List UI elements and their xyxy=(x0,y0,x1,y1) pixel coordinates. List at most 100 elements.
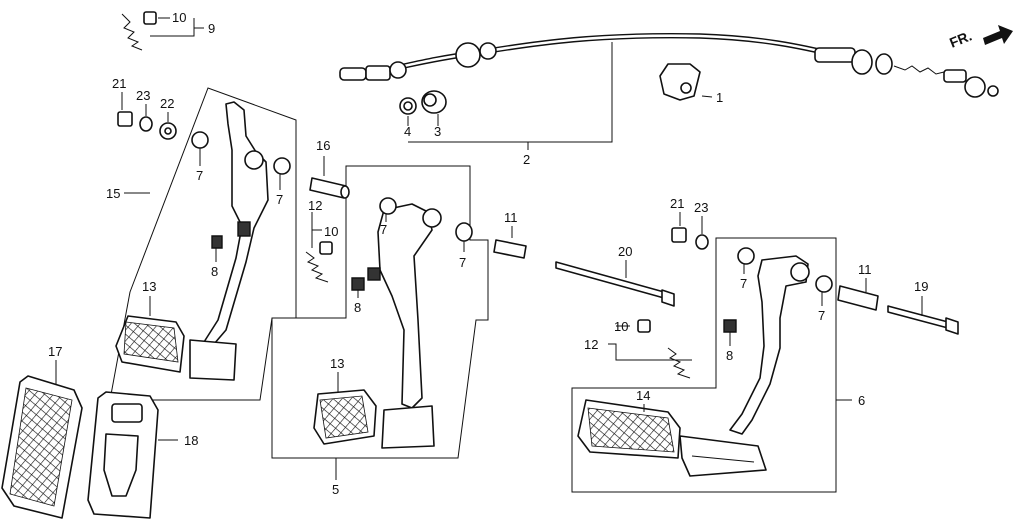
arrow-icon xyxy=(983,25,1013,45)
nut-10-a xyxy=(319,241,333,255)
fasteners-right xyxy=(671,212,709,250)
callout-7-b: 7 xyxy=(276,192,283,207)
cable-end-left xyxy=(339,67,367,81)
callout-13-a: 13 xyxy=(142,279,156,294)
pad-texture-13-a xyxy=(123,321,179,363)
callout-6: 6 xyxy=(858,393,865,408)
cable-fitting-left xyxy=(365,65,391,81)
collar-16 xyxy=(309,156,350,199)
washer-4-hole xyxy=(403,101,413,111)
callout-8-a: 8 xyxy=(211,264,218,279)
nut-10-top xyxy=(143,11,157,25)
collar-11-b-body xyxy=(837,285,879,311)
callout-15: 15 xyxy=(106,186,120,201)
spring-12-b-coil xyxy=(667,347,691,379)
cable-ball-end xyxy=(964,76,986,98)
pedal-arm-15 xyxy=(203,101,269,345)
bushing-7-b xyxy=(273,157,291,175)
callout-17: 17 xyxy=(48,344,62,359)
return-spring-top xyxy=(121,11,204,51)
callout-10-a: 10 xyxy=(324,224,338,239)
cable-line xyxy=(344,33,841,75)
callout-7-e: 7 xyxy=(740,276,747,291)
bushing-7-f xyxy=(815,275,833,293)
bracket-12-b xyxy=(608,325,692,361)
clip-hole xyxy=(680,82,692,94)
pivot-boss-5 xyxy=(422,208,442,228)
pedal-assembly-6 xyxy=(571,237,852,493)
callout-2: 2 xyxy=(523,152,530,167)
bushing-7-c xyxy=(379,197,397,215)
pedal-pad-plate-5 xyxy=(381,405,435,449)
pedal-assembly-5 xyxy=(271,165,489,480)
pedal-pad-18 xyxy=(87,391,178,519)
bushing-7-a xyxy=(191,131,209,149)
callout-16: 16 xyxy=(316,138,330,153)
callout-12-a: 12 xyxy=(308,198,322,213)
callout-1: 1 xyxy=(716,90,723,105)
callout-5: 5 xyxy=(332,482,339,497)
cable-spring xyxy=(893,65,945,75)
clip-body xyxy=(659,63,701,101)
bolt-20-head xyxy=(661,289,675,307)
callout-9: 9 xyxy=(208,21,215,36)
callout-11-a: 11 xyxy=(504,210,518,225)
front-direction-arrow: FR. xyxy=(947,25,1013,51)
callout-21-b: 21 xyxy=(670,196,684,211)
bushing-7-d xyxy=(455,222,473,242)
return-spring-12-a xyxy=(305,212,333,283)
pedal-pad-plate-6 xyxy=(679,435,767,477)
nut-10-b xyxy=(637,319,651,333)
washer-22-hole xyxy=(164,127,172,135)
grommet-3-hub xyxy=(423,93,437,107)
callout-13-b: 13 xyxy=(330,356,344,371)
cable-bushing-right xyxy=(851,49,873,75)
bolt-19 xyxy=(887,296,959,335)
callout-3: 3 xyxy=(434,124,441,139)
front-direction-label: FR. xyxy=(947,27,974,50)
pad-18-cutout xyxy=(103,433,139,497)
callout-22: 22 xyxy=(160,96,174,111)
cable-line-inner xyxy=(346,37,841,78)
bracket-12-a xyxy=(311,212,322,248)
cable-nut-right xyxy=(875,53,893,75)
cable-sleeve-right xyxy=(814,47,856,63)
washer-23-right xyxy=(695,234,709,250)
outline-6 xyxy=(571,237,837,493)
bracket-9 xyxy=(150,18,204,37)
callout-8-c: 8 xyxy=(726,348,733,363)
pivot-boss-15 xyxy=(244,150,264,170)
collar-11-b xyxy=(837,278,879,311)
callout-7-a: 7 xyxy=(196,168,203,183)
control-cable xyxy=(339,33,999,98)
callout-8-b: 8 xyxy=(354,300,361,315)
collar-16-body xyxy=(309,177,347,199)
bracket-2 xyxy=(408,42,613,143)
bushing-7-e xyxy=(737,247,755,265)
switch-bracket-15 xyxy=(237,221,251,237)
bolt-19-shank xyxy=(887,305,949,329)
pad-texture-14 xyxy=(587,407,675,453)
pad-rib-6 xyxy=(691,455,755,463)
nut-21-right xyxy=(671,227,687,243)
pivot-boss-6 xyxy=(790,262,810,282)
washer-23-left xyxy=(139,116,153,132)
callout-14: 14 xyxy=(636,388,650,403)
pedal-pad-17 xyxy=(1,360,83,519)
cable-bushing-left xyxy=(389,61,407,79)
callout-23-a: 23 xyxy=(136,88,150,103)
stopper-8-b xyxy=(351,277,365,291)
pedal-pad-plate-15 xyxy=(189,339,237,381)
stopper-8-c xyxy=(723,319,737,333)
callout-10-top: 10 xyxy=(172,10,186,25)
spring-12-a-coil xyxy=(305,251,329,283)
bolt-20 xyxy=(555,260,675,307)
spring-coil xyxy=(121,13,143,51)
return-spring-12-b xyxy=(608,319,692,379)
callout-18: 18 xyxy=(184,433,198,448)
small-leaders xyxy=(121,92,823,346)
leader-1 xyxy=(701,95,713,98)
collar-11-a-body xyxy=(493,239,527,259)
